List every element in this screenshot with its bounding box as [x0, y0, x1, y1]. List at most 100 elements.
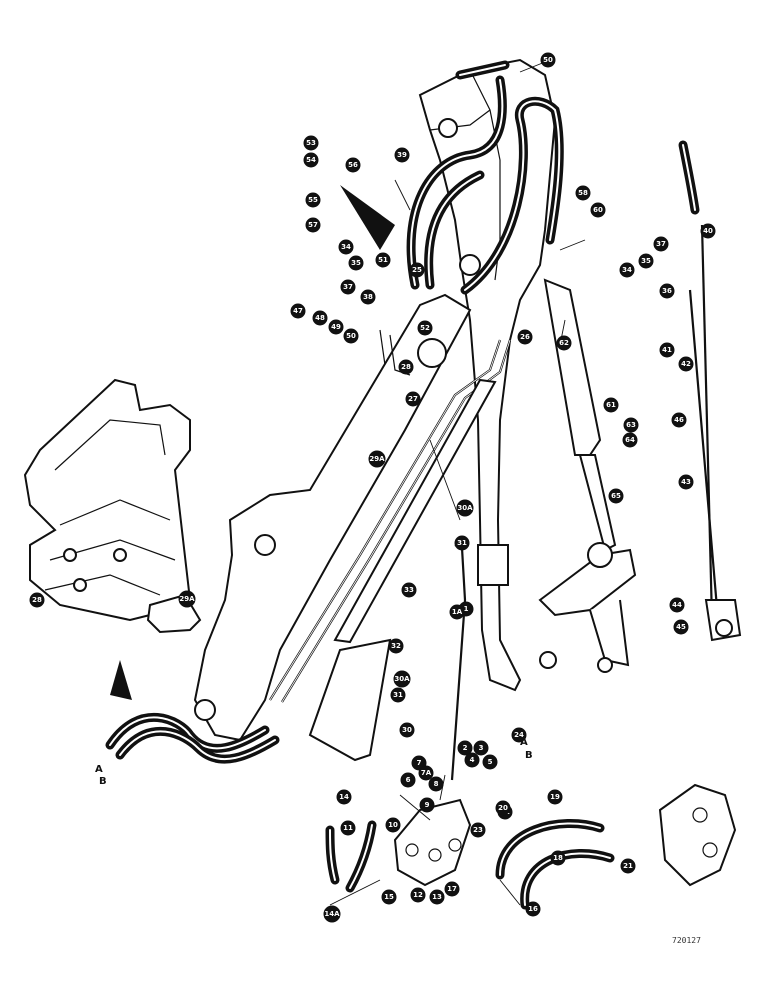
callout-text: 29A — [369, 455, 385, 463]
callout-text: 9 — [425, 801, 430, 809]
callout-text: 46 — [674, 416, 684, 424]
callout-circle — [608, 488, 624, 504]
callout-text: 21 — [623, 862, 633, 870]
callout-circle — [360, 289, 376, 305]
callout-text: 28 — [32, 596, 42, 604]
callout-circle — [590, 202, 606, 218]
callout-circle — [482, 754, 498, 770]
callout-text: 16 — [528, 905, 538, 913]
callout-circle — [305, 192, 321, 208]
callout-62: 62 — [556, 335, 572, 351]
callout-14: 14 — [336, 789, 352, 805]
callout-57: 57 — [305, 217, 321, 233]
callout-text: 14A — [324, 910, 340, 918]
boom-cylinder — [538, 278, 637, 673]
callout-text: 36 — [662, 287, 672, 295]
callout-circle — [385, 817, 401, 833]
pointer-triangle-left — [110, 660, 132, 700]
callout-6: 6 — [400, 772, 416, 788]
callout-38: 38 — [360, 289, 376, 305]
callout-text: 57 — [308, 221, 318, 229]
callout-12: 12 — [410, 887, 426, 903]
callout-text: 31 — [457, 539, 467, 547]
callout-21: 21 — [620, 858, 636, 874]
callout-circle — [556, 335, 572, 351]
callout-47: 47 — [290, 303, 306, 319]
callout-circle — [428, 776, 444, 792]
callout-text: 50 — [346, 332, 356, 340]
callout-circle — [449, 604, 465, 620]
callout-text: 30A — [457, 504, 473, 512]
callout-text: 44 — [672, 601, 682, 609]
bottom-hoses — [325, 819, 615, 910]
callout-4: 4 — [464, 752, 480, 768]
callout-23: 23 — [470, 822, 486, 838]
callout-45: 45 — [673, 619, 689, 635]
callout-text: 34 — [622, 266, 632, 274]
callout-53: 53 — [303, 135, 319, 151]
callout-labels: 5053545639555758603435255137384748495052… — [29, 52, 716, 923]
callout-text: 34 — [341, 243, 351, 251]
callout-13: 13 — [429, 889, 445, 905]
callout-1A: 1A — [449, 604, 465, 620]
callout-text: 24 — [514, 731, 524, 739]
callout-circle — [178, 590, 196, 608]
callout-text: 42 — [681, 360, 691, 368]
callout-37: 37 — [653, 236, 669, 252]
callout-text: 19 — [550, 793, 560, 801]
callout-text: 37 — [656, 240, 666, 248]
callout-text: 49 — [331, 323, 341, 331]
callout-30: 30 — [399, 722, 415, 738]
callout-15: 15 — [381, 889, 397, 905]
callout-circle — [638, 253, 654, 269]
callout-circle — [671, 412, 687, 428]
callout-circle — [678, 356, 694, 372]
callout-32: 32 — [388, 638, 404, 654]
callout-circle — [368, 450, 386, 468]
callout-text: 54 — [306, 156, 316, 164]
callout-circle — [388, 638, 404, 654]
callout-circle — [328, 319, 344, 335]
callout-circle — [417, 320, 433, 336]
callout-35: 35 — [638, 253, 654, 269]
callout-circle — [470, 822, 486, 838]
callout-text: 27 — [408, 395, 418, 403]
callout-circle — [457, 740, 473, 756]
callout-text: 5 — [488, 758, 493, 766]
callout-7A: 7A — [418, 765, 434, 781]
callout-text: 17 — [447, 885, 457, 893]
callout-31: 31 — [454, 535, 470, 551]
callout-text: 13 — [432, 893, 442, 901]
marker-right-a: A — [520, 737, 528, 748]
callout-65: 65 — [608, 488, 624, 504]
callout-circle — [399, 722, 415, 738]
callout-text: 14 — [339, 793, 349, 801]
callout-50: 50 — [540, 52, 556, 68]
callout-text: 7 — [417, 759, 422, 767]
callout-text: 56 — [348, 161, 358, 169]
callout-circle — [603, 397, 619, 413]
callout-text: 29A — [179, 595, 195, 603]
callout-text: 28 — [401, 363, 411, 371]
callout-52: 52 — [417, 320, 433, 336]
callout-circle — [340, 279, 356, 295]
callout-circle — [390, 687, 406, 703]
callout-circle — [405, 391, 421, 407]
cylinder-lines-right — [678, 140, 742, 642]
callout-text: 60 — [593, 206, 603, 214]
callout-text: 61 — [606, 401, 616, 409]
callout-circle — [673, 619, 689, 635]
callout-circle — [700, 223, 716, 239]
swing-tower — [23, 378, 192, 622]
callout-circle — [454, 535, 470, 551]
callout-40: 40 — [700, 223, 716, 239]
callout-50: 50 — [343, 328, 359, 344]
callout-text: 47 — [293, 307, 303, 315]
callout-27: 27 — [405, 391, 421, 407]
callout-text: 26 — [520, 333, 530, 341]
callout-circle — [345, 157, 361, 173]
callout-26: 26 — [517, 329, 533, 345]
callout-circle — [312, 310, 328, 326]
callout-24: 24 — [511, 727, 527, 743]
